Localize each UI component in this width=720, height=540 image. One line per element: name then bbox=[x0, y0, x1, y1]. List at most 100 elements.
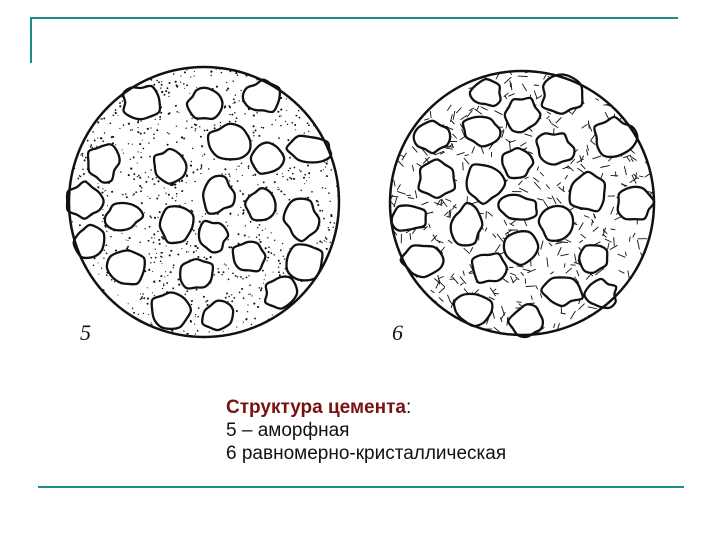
matrix-crystal-stroke bbox=[480, 146, 485, 154]
frame-left-line bbox=[30, 17, 32, 63]
matrix-dot bbox=[191, 200, 193, 202]
figure-6-crystalline bbox=[388, 69, 656, 339]
matrix-dot bbox=[103, 132, 106, 134]
matrix-crystal-stroke bbox=[443, 211, 449, 217]
grain bbox=[399, 244, 445, 279]
matrix-dot bbox=[98, 273, 100, 275]
matrix-dot bbox=[139, 298, 141, 301]
matrix-dot bbox=[194, 245, 196, 247]
matrix-dot bbox=[232, 80, 234, 82]
matrix-crystal-stroke bbox=[524, 133, 533, 137]
matrix-dot bbox=[232, 103, 234, 104]
grain bbox=[263, 275, 299, 310]
matrix-dot bbox=[195, 314, 197, 316]
matrix-crystal-stroke bbox=[437, 274, 441, 285]
matrix-dot bbox=[127, 303, 129, 305]
matrix-dot bbox=[194, 180, 196, 183]
matrix-dot bbox=[298, 116, 301, 119]
matrix-dot bbox=[289, 167, 291, 170]
matrix-crystal-stroke bbox=[463, 157, 470, 165]
matrix-crystal-stroke bbox=[445, 198, 452, 202]
matrix-crystal-stroke bbox=[432, 234, 437, 240]
matrix-dot bbox=[244, 225, 247, 227]
matrix-dot bbox=[150, 169, 152, 171]
matrix-dot bbox=[284, 193, 286, 196]
matrix-dot bbox=[247, 167, 250, 170]
matrix-crystal-stroke bbox=[499, 317, 503, 323]
matrix-dot bbox=[283, 193, 285, 195]
matrix-crystal-stroke bbox=[509, 80, 512, 88]
matrix-dot bbox=[200, 166, 203, 168]
matrix-crystal-stroke bbox=[440, 151, 445, 155]
grain bbox=[507, 303, 544, 339]
matrix-crystal-stroke bbox=[623, 166, 627, 176]
matrix-dot bbox=[258, 239, 261, 241]
matrix-dot bbox=[247, 165, 250, 167]
matrix-crystal-stroke bbox=[510, 82, 513, 91]
grain bbox=[568, 170, 607, 213]
matrix-dot bbox=[219, 121, 222, 124]
matrix-dot bbox=[225, 264, 227, 266]
matrix-dot bbox=[176, 195, 178, 198]
matrix-dot bbox=[177, 278, 180, 281]
matrix-dot bbox=[146, 127, 149, 130]
matrix-dot bbox=[152, 280, 155, 283]
matrix-dot bbox=[197, 307, 200, 309]
matrix-dot bbox=[122, 124, 125, 126]
matrix-crystal-stroke bbox=[628, 236, 631, 242]
matrix-crystal-stroke bbox=[604, 238, 612, 243]
matrix-crystal-stroke bbox=[533, 90, 538, 99]
matrix-crystal-stroke bbox=[435, 239, 444, 244]
matrix-dot bbox=[196, 87, 198, 89]
matrix-crystal-stroke bbox=[604, 111, 610, 120]
matrix-crystal-stroke bbox=[503, 219, 508, 226]
matrix-dot bbox=[198, 220, 201, 223]
matrix-dot bbox=[268, 246, 270, 249]
grain bbox=[105, 249, 146, 286]
matrix-dot bbox=[153, 183, 156, 185]
matrix-dot bbox=[308, 130, 310, 133]
matrix-dot bbox=[291, 121, 294, 124]
matrix-crystal-stroke bbox=[539, 293, 543, 299]
matrix-dot bbox=[251, 295, 253, 297]
matrix-dot bbox=[225, 89, 228, 92]
matrix-dot bbox=[234, 120, 237, 123]
matrix-crystal-stroke bbox=[509, 272, 517, 276]
matrix-dot bbox=[161, 90, 164, 94]
matrix-dot bbox=[238, 100, 240, 102]
matrix-dot bbox=[83, 159, 86, 162]
matrix-crystal-stroke bbox=[463, 247, 471, 255]
matrix-dot bbox=[254, 173, 257, 176]
caption-title-line: Структура цемента: bbox=[226, 396, 506, 419]
matrix-crystal-stroke bbox=[480, 106, 488, 111]
matrix-crystal-stroke bbox=[397, 160, 404, 167]
matrix-dot bbox=[278, 274, 281, 277]
matrix-dot bbox=[273, 254, 276, 256]
matrix-dot bbox=[217, 271, 220, 274]
matrix-dot bbox=[193, 75, 195, 77]
matrix-dot bbox=[280, 190, 283, 193]
matrix-dot bbox=[181, 190, 183, 192]
matrix-dot bbox=[213, 274, 216, 276]
matrix-dot bbox=[277, 186, 279, 189]
matrix-dot bbox=[119, 127, 121, 130]
matrix-dot bbox=[132, 193, 135, 196]
matrix-dot bbox=[169, 271, 172, 274]
matrix-dot bbox=[226, 81, 228, 84]
matrix-dot bbox=[113, 280, 116, 283]
grain bbox=[282, 197, 321, 243]
matrix-dot bbox=[234, 112, 236, 114]
matrix-dot bbox=[111, 142, 115, 145]
matrix-dot bbox=[132, 194, 134, 197]
matrix-dot bbox=[262, 282, 265, 284]
grain bbox=[179, 257, 215, 290]
matrix-dot bbox=[114, 109, 117, 111]
matrix-dot bbox=[235, 309, 238, 313]
matrix-dot bbox=[154, 118, 156, 121]
matrix-dot bbox=[229, 213, 232, 215]
matrix-dot bbox=[221, 273, 223, 276]
matrix-dot bbox=[144, 228, 146, 230]
matrix-dot bbox=[251, 140, 253, 142]
matrix-dot bbox=[81, 155, 84, 157]
